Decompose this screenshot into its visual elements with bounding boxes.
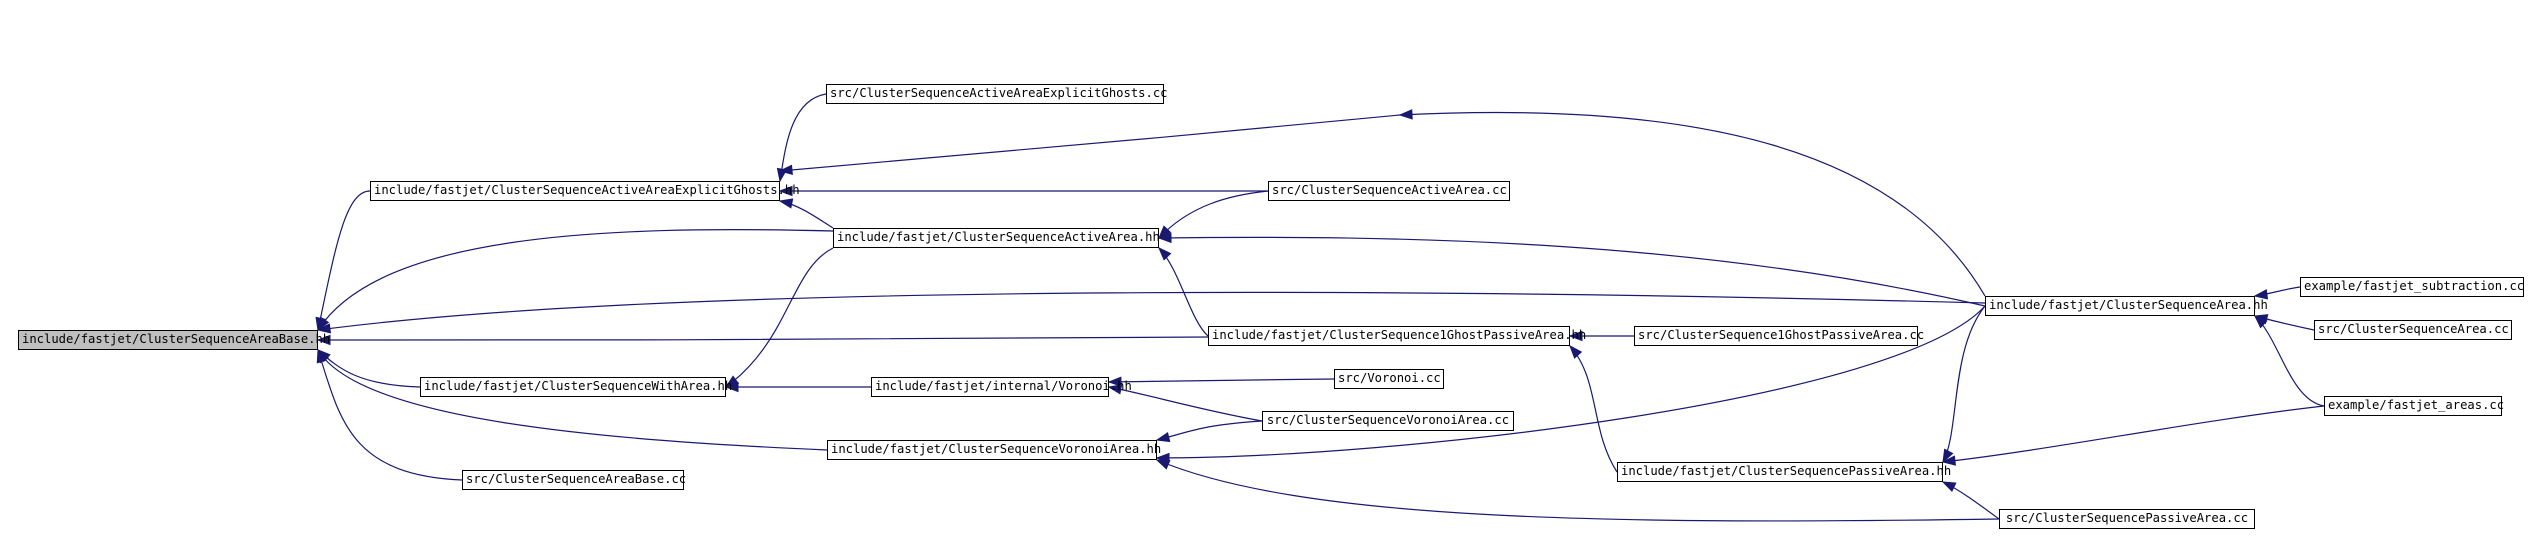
node-clustersequenceactiveareaexplicitghosts-hh[interactable]: include/fastjet/ClusterSequenceActiveAre… [370,181,800,201]
node-clustersequencevoronoiarea-hh[interactable]: include/fastjet/ClusterSequenceVoronoiAr… [827,440,1161,460]
edge-n10-to-n16 [1942,305,1986,463]
node-clustersequence1ghostpassivearea-hh[interactable]: include/fastjet/ClusterSequence1GhostPas… [1208,326,1586,346]
node-clustersequencepassivearea-hh[interactable]: include/fastjet/ClusterSequencePassiveAr… [1617,462,1951,482]
edge-n7-to-n15-arrow [1155,431,1171,443]
edge-n14-to-n15-arrow [1107,384,1123,395]
node-clustersequenceactiveareaexplicitghosts-cc[interactable]: src/ClusterSequenceActiveAreaExplicitGho… [826,84,1168,104]
node-clustersequencearea-hh[interactable]: include/fastjet/ClusterSequenceArea.hh [1985,296,2268,316]
edge-n3-to-n0 [317,229,834,331]
edge-n7-to-n3 [1158,190,1269,239]
node-clustersequenceareabase-hh[interactable]: include/fastjet/ClusterSequenceAreaBase.… [18,330,330,350]
node-voronoi-cc[interactable]: src/Voronoi.cc [1334,369,1444,389]
edge-n6-to-n5-arrow [1155,459,1171,470]
edge-n7-to-n16-arrow [2253,315,2268,329]
edge-n6-to-n5 [1156,459,2000,522]
node-clustersequencevoronoiarea-cc[interactable]: src/ClusterSequenceVoronoiArea.cc [1262,411,1514,431]
edge-n9-to-n7-arrow [2253,289,2269,300]
edge-n3-to-n0-arrow [317,316,330,332]
edge-29-to-29-arrow [1941,481,1957,493]
edge-n7-to-n1-arrow [1398,109,1413,120]
edge-n4-to-n1-arrow [778,185,793,197]
edge-n4-to-n3-arrow [778,198,794,209]
edge-n12-to-n11 [725,247,834,388]
edge-n7-to-n1 [1399,111,1986,297]
edge-n15-to-n0 [317,349,828,451]
edge-n18-to-n15 [1156,305,1986,459]
edge-n3-to-n1 [779,114,1401,172]
node-fastjet-areas-cc[interactable]: example/fastjet_areas.cc [2324,396,2504,416]
edge-n11-to-n0 [317,349,421,388]
edge-n8-to-n7-arrow [1569,344,1583,359]
edge-n7-to-n3-arrow [1158,225,1172,240]
edge-n7-to-n0 [317,291,1986,331]
node-clustersequence1ghostpassivearea-cc[interactable]: src/ClusterSequence1GhostPassiveArea.cc [1634,326,1924,346]
edge-n7-to-n0-arrow [316,323,332,334]
edge-n5-to-n3-arrow [1157,232,1172,244]
node-clustersequencewitharea-hh[interactable]: include/fastjet/ClusterSequenceWithArea.… [420,377,732,397]
edge-n10-to-n16-arrow [1942,448,1954,464]
node-voronoi-hh[interactable]: include/fastjet/internal/Voronoi.hh [871,377,1132,397]
node-fastjet-subtraction-cc[interactable]: example/fastjet_subtraction.cc [2300,277,2524,297]
node-clustersequenceactivearea-hh[interactable]: include/fastjet/ClusterSequenceActiveAre… [833,228,1160,248]
edge-n7-to-n15 [1156,420,1263,441]
edge-n17-to-n0-arrow [316,348,327,364]
edge-n14-to-n15 [1108,386,1263,422]
edge-n14-to-n12 [1108,378,1335,383]
edge-n5-to-n0 [317,336,1209,341]
edge-n18-to-n16-arrow [1941,455,1957,466]
edge-n8-to-n7 [1569,345,1618,473]
node-clustersequenceactivearea-cc[interactable]: src/ClusterSequenceActiveArea.cc [1268,181,1510,201]
edge-n1-to-n0 [317,190,371,331]
edge-n16-to-n5-arrow [1568,330,1583,342]
edge-n14-to-n12-arrow [1107,376,1122,387]
edge-n3-to-n11-arrow [1158,246,1172,261]
edge-n17-to-n0 [317,349,463,481]
edge-n13-to-n12-arrow [724,381,739,393]
edge-n5-to-n3 [1158,236,1986,307]
edge-n18-to-n16 [1942,405,2325,463]
node-clustersequencearea-cc[interactable]: src/ClusterSequenceArea.cc [2314,320,2512,340]
edge-n3-to-n1-arrow [778,164,793,176]
node-clustersequenceareabase-cc[interactable]: src/ClusterSequenceAreaBase.cc [462,470,686,490]
node-clustersequencepassivearea-cc[interactable]: src/ClusterSequencePassiveArea.cc [1999,509,2255,529]
edge-n5-to-n0-arrow [316,334,331,346]
